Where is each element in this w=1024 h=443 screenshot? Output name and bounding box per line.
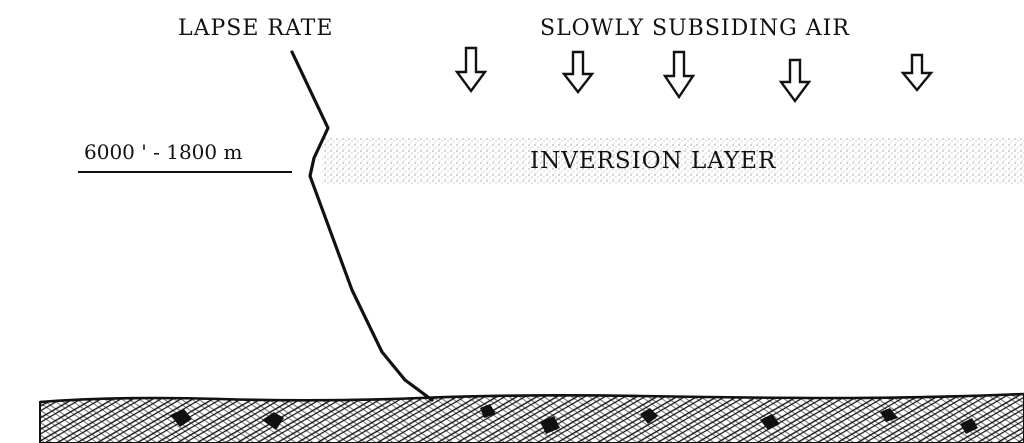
subsiding-air-label: SLOWLY SUBSIDING AIR bbox=[540, 16, 850, 41]
down-arrow-icon bbox=[778, 58, 812, 104]
subsiding-arrows bbox=[454, 46, 934, 104]
down-arrow-icon bbox=[454, 46, 488, 94]
lapse-rate-curve bbox=[290, 50, 434, 402]
ground-terrain bbox=[39, 392, 1024, 443]
down-arrow-icon bbox=[662, 50, 696, 100]
inversion-layer-band bbox=[322, 138, 1024, 184]
altitude-label: 6000 ' - 1800 m bbox=[84, 140, 243, 164]
down-arrow-icon bbox=[900, 53, 934, 92]
down-arrow-icon bbox=[561, 50, 595, 94]
lapse-rate-label: LAPSE RATE bbox=[178, 16, 334, 41]
inversion-layer-label: INVERSION LAYER bbox=[530, 148, 777, 174]
